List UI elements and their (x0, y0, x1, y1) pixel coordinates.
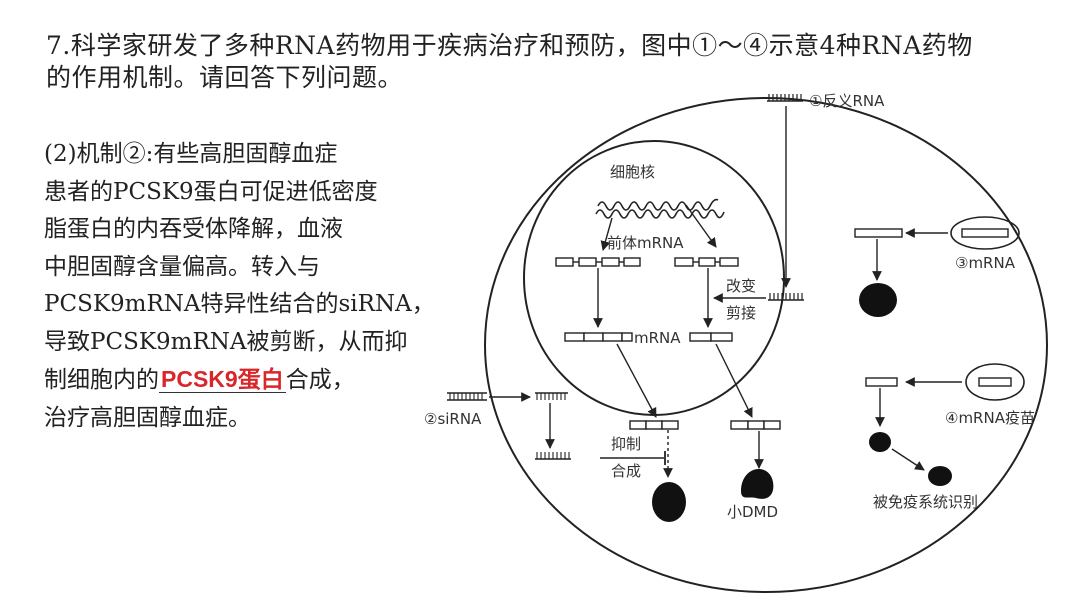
cytoplasm-mrna-dmd (730, 420, 781, 430)
exon-box (555, 257, 574, 267)
dmd-label: 小DMD (727, 503, 778, 521)
mrna3-released (854, 228, 903, 238)
immune-recognition-arrow (891, 448, 925, 471)
cell-membrane (484, 97, 1048, 593)
line7-prefix: 制细胞内的 (44, 367, 159, 393)
immune-target-blob (928, 466, 952, 486)
small-dmd-protein-blob (741, 469, 774, 499)
mrna3-protein-blob (859, 283, 897, 317)
exon-box (719, 257, 739, 267)
sirna-inside-icon (535, 392, 568, 400)
change-splicing-label-1: 改变 (726, 277, 756, 295)
exon-box (601, 257, 620, 267)
change-splicing-label-2: 剪接 (726, 304, 756, 322)
question-title: 7.科学家研发了多种RNA药物用于疾病治疗和预防，图中①～④示意4种RNA药物 … (46, 30, 1046, 94)
mature-mrna-right (689, 332, 733, 342)
pre-mrna-label: 前体mRNA (607, 234, 684, 252)
inhibit-label-1: 抑制 (611, 435, 641, 453)
transcription-arrow-right (685, 204, 717, 248)
mrna3-vesicle (950, 216, 1020, 250)
transcription-arrow-left (600, 217, 613, 251)
question-body: (2)机制②:有些高胆固醇血症 患者的PCSK9蛋白可促进低密度 脂蛋白的内吞受… (44, 136, 435, 437)
cytoplasm-mrna-pcsk9 (629, 420, 679, 430)
mrna3-label: ③mRNA (955, 254, 1016, 272)
export-arrow-left (616, 343, 657, 418)
body-line: 治疗高胆固醇血症。 (44, 404, 251, 431)
antigen-protein-blob (869, 432, 891, 452)
sirna-label: ②siRNA (424, 410, 482, 428)
body-line: (2)机制②:有些高胆固醇血症 (44, 141, 338, 167)
immune-label: 被免疫系统识别 (873, 493, 978, 511)
exon-box (674, 257, 694, 267)
body-line: 患者的PCSK9蛋白可促进低密度 (44, 178, 378, 205)
vaccine-mrna-released (865, 377, 898, 387)
body-line: 中胆固醇含量偏高。转入与 (44, 253, 320, 280)
vaccine-label: ④mRNA疫苗 (945, 409, 1035, 427)
nucleus-label: 细胞核 (610, 163, 655, 181)
antisense-rna-label: ①反义RNA (809, 92, 885, 110)
dna-strand (595, 209, 725, 219)
body-line: 导致PCSK9mRNA被剪断，从而抑 (44, 328, 408, 355)
single-strand-sirna-icon (535, 452, 571, 460)
body-line: 脂蛋白的内吞受体降解，血液 (44, 216, 343, 242)
question-title-line-1: 7.科学家研发了多种RNA药物用于疾病治疗和预防，图中①～④示意4种RNA药物 (46, 31, 973, 60)
antisense-rna-icon (767, 94, 803, 102)
dna-strand (597, 198, 719, 211)
mrna-label: mRNA (634, 329, 681, 347)
inhibit-label-2: 合成 (611, 462, 641, 480)
pre-mrna-left (555, 257, 641, 267)
mature-mrna-left (564, 332, 633, 342)
vaccine-vesicle (965, 363, 1025, 401)
antisense-rna-bound-icon (768, 293, 804, 301)
exon-box (698, 257, 716, 267)
answer-blank: PCSK9蛋白 (159, 366, 286, 393)
body-line-answer: 制细胞内的PCSK9蛋白合成， (44, 361, 424, 400)
exon-box (578, 257, 597, 267)
pre-mrna-right (674, 257, 739, 267)
sirna-icon (447, 392, 487, 401)
export-arrow-right (715, 343, 753, 418)
pcsk9-protein-blob (652, 482, 686, 522)
question-title-line-2: 的作用机制。请回答下列问题。 (46, 63, 404, 92)
body-line: PCSK9mRNA特异性结合的siRNA， (44, 291, 435, 317)
line7-suffix: 合成， (285, 367, 355, 393)
exon-box (623, 257, 641, 267)
